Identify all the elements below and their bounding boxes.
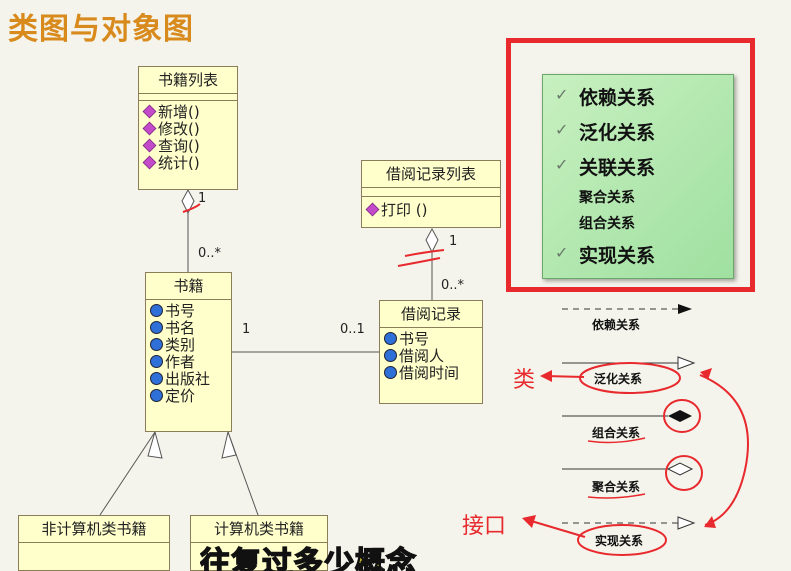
legend-highlight-frame (506, 38, 755, 292)
attribute-icon (384, 332, 397, 345)
mark-borrow-1 (397, 257, 441, 267)
mark-borrow-2 (404, 249, 445, 257)
mult-borrow-side: 0..1 (340, 322, 365, 337)
underline-comp-lbl (587, 437, 646, 444)
attribute-icon (384, 349, 397, 362)
circle-composition (663, 399, 701, 433)
operation-edit: 修改() (139, 120, 237, 138)
arrow-interface-head (522, 515, 536, 528)
attribute-icon (150, 355, 163, 368)
attribute-icon (150, 321, 163, 334)
circle-realization (577, 524, 667, 556)
annotation-interface: 接口 (462, 514, 507, 539)
curve-head-bottom (704, 516, 716, 528)
attribute-icon (150, 304, 163, 317)
circle-aggregation (665, 455, 703, 491)
annotation-class: 类 (513, 368, 536, 393)
class-book[interactable]: 书籍 书号 书名 类别 作者 出版社 定价 (145, 272, 232, 432)
class-name: 计算机类书籍 (191, 516, 327, 543)
check-icon: ✓ (555, 120, 569, 139)
mult-list-bottom: 0..* (198, 246, 222, 261)
class-non-cs-book[interactable]: 非计算机类书籍 (18, 515, 170, 571)
underline-agg-lbl (587, 493, 646, 499)
attribute-icon (150, 389, 163, 402)
operation-icon (142, 138, 157, 153)
attribute-price: 定价 (146, 387, 231, 405)
class-book-list[interactable]: 书籍列表 新增() 修改() 查询() 统计() (138, 66, 238, 190)
class-cs-book[interactable]: 计算机类书籍 (190, 515, 328, 571)
relation-legend: ✓ 依赖关系 ✓ 泛化关系 ✓ 关联关系 聚合关系 组合关系 ✓ 实现关系 (542, 74, 734, 279)
check-icon: ✓ (555, 85, 569, 104)
label-aggregation: 聚合关系 (592, 480, 641, 494)
class-name: 非计算机类书籍 (19, 516, 169, 543)
realization-legend-arrow (677, 516, 696, 530)
slide-title: 类图与对象图 (8, 12, 194, 47)
aggregation-diamond-borrow (425, 227, 439, 254)
mult-book-side: 1 (242, 322, 251, 337)
attribute-category: 类别 (146, 336, 231, 354)
attribute-icon (150, 372, 163, 385)
generalization-line-noncs (99, 431, 156, 516)
arrow-interface (527, 519, 586, 538)
class-name: 借阅记录 (380, 301, 482, 328)
class-name: 书籍列表 (139, 67, 237, 94)
legend-generalization: 泛化关系 (579, 122, 656, 144)
operation-icon (142, 104, 157, 119)
aggregation-legend-diamond (666, 462, 694, 476)
legend-composition: 组合关系 (579, 216, 635, 232)
video-caption: 往复过多少概念 (200, 545, 417, 571)
arrow-class-head (540, 370, 552, 382)
attribute-author: 作者 (146, 353, 231, 371)
check-icon: ✓ (555, 243, 569, 262)
operation-icon (142, 155, 157, 170)
attribute-publisher: 出版社 (146, 370, 231, 388)
operation-print: 打印 () (362, 201, 500, 219)
attribute-isbn: 书号 (146, 302, 231, 320)
legend-dependency: 依赖关系 (579, 87, 656, 109)
label-generalization: 泛化关系 (594, 372, 643, 386)
class-name: 借阅记录列表 (362, 161, 500, 188)
curve-arrow (699, 374, 749, 526)
attribute-borrow-time: 借阅时间 (380, 364, 482, 382)
mult-borrowlist-top: 1 (449, 234, 458, 249)
curve-head-top (700, 368, 712, 380)
dependency-arrowhead (678, 304, 692, 314)
label-composition: 组合关系 (592, 426, 641, 440)
attribute-icon (384, 366, 397, 379)
class-borrow-list[interactable]: 借阅记录列表 打印 () (361, 160, 501, 228)
operation-add: 新增() (139, 103, 237, 121)
mult-borrowlist-bottom: 0..* (441, 278, 465, 293)
operation-icon (365, 202, 380, 217)
attribute-title: 书名 (146, 319, 231, 337)
mult-list-top: 1 (198, 191, 207, 206)
attribute-borrower: 借阅人 (380, 347, 482, 365)
check-icon: ✓ (555, 155, 569, 174)
label-realization: 实现关系 (595, 534, 644, 548)
operation-icon (142, 121, 157, 136)
generalization-triangle-noncs (147, 430, 163, 459)
legend-association: 关联关系 (579, 157, 656, 179)
legend-realization: 实现关系 (579, 245, 656, 267)
mark-agg (182, 203, 201, 213)
composition-diamond (668, 410, 692, 422)
label-dependency: 依赖关系 (592, 318, 641, 332)
attribute-isbn: 书号 (380, 330, 482, 348)
operation-query: 查询() (139, 137, 237, 155)
attribute-icon (150, 338, 163, 351)
class-borrow-record[interactable]: 借阅记录 书号 借阅人 借阅时间 (379, 300, 483, 404)
aggregation-diamond-books (181, 188, 195, 215)
legend-aggregation: 聚合关系 (579, 190, 635, 206)
circle-gen (579, 362, 681, 394)
generalization-legend-arrow (677, 356, 696, 370)
operation-stat: 统计() (139, 154, 237, 172)
class-name: 书籍 (146, 273, 231, 300)
generalization-triangle-cs (221, 430, 237, 459)
